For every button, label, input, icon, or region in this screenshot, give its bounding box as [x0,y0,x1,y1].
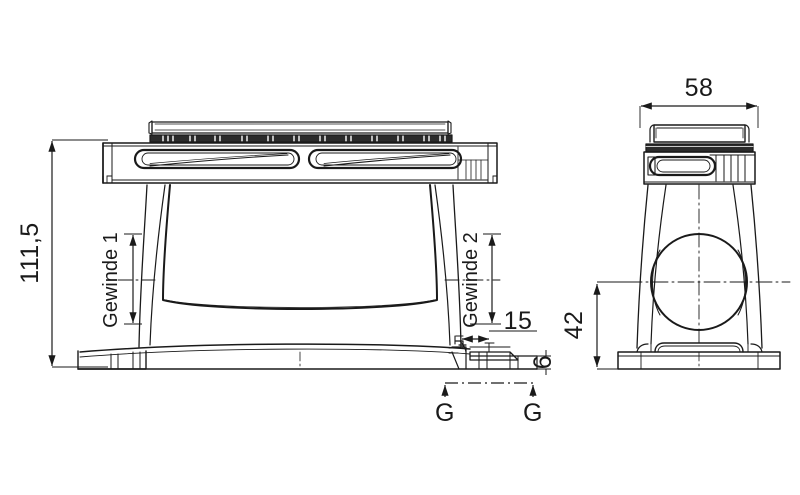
front-flange-slot-left [133,148,301,170]
dimension-overall-height-label: 111,5 [16,222,44,283]
dimension-side-width-label: 58 [685,74,714,102]
side-top-cover [649,124,750,143]
section-marker-right-label: G [523,399,543,427]
side-flange-block [643,151,756,185]
side-gasket-band [645,143,754,153]
dimension-thread-right-label: Gewinde 2 [460,232,482,328]
dimension-flange-offset [462,330,537,343]
dimension-thread-left-label: Gewinde 1 [100,232,122,328]
front-flange-slot-right [307,148,463,170]
front-upper-flange-block [102,142,498,184]
dimension-side-bore-height-label: 42 [560,311,588,340]
front-housing-body [138,184,462,348]
section-marker-left-label: G [435,399,455,427]
dimension-side-bore-height [593,281,640,370]
front-elevation-view [77,120,538,370]
front-base-flange [77,335,538,370]
dimension-thread-left [124,233,142,325]
dimension-flange-offset-label: 15 [504,307,533,335]
dimension-flange-thickness [537,350,551,375]
side-elevation-view [599,124,791,370]
gasket-serration [162,135,446,142]
side-base-flange [617,342,781,370]
side-housing-body [636,184,763,349]
dimension-side-width [639,102,759,128]
section-marker-line [441,382,537,397]
dimension-flange-thickness-label: 6 [529,355,557,369]
front-top-cover-assembly [148,120,453,143]
dimension-overall-height [48,139,108,368]
dimension-thread-right [470,233,501,325]
